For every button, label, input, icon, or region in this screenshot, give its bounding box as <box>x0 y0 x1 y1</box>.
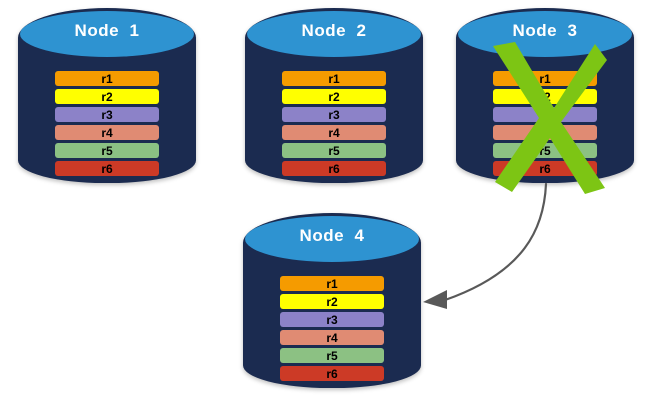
record-row: r4 <box>493 125 597 140</box>
record-row: r2 <box>55 89 159 104</box>
node-rows: r1 r2 r3 r4 r5 r6 <box>243 276 421 381</box>
record-row: r2 <box>493 89 597 104</box>
node-rows: r1 r2 r3 r4 r5 r6 <box>456 71 634 176</box>
node-cylinder-1[interactable]: Node 1 r1 r2 r3 r4 r5 r6 <box>18 8 196 183</box>
node-cylinder-4[interactable]: Node 4 r1 r2 r3 r4 r5 r6 <box>243 213 421 388</box>
record-row: r1 <box>282 71 386 86</box>
cylinder-top-ellipse <box>247 11 421 57</box>
record-row: r1 <box>55 71 159 86</box>
record-row: r5 <box>282 143 386 158</box>
record-row: r2 <box>280 294 384 309</box>
record-row: r6 <box>55 161 159 176</box>
record-row: r3 <box>282 107 386 122</box>
node-title: Node 2 <box>301 21 367 40</box>
node-title: Node 4 <box>299 226 365 245</box>
record-row: r3 <box>280 312 384 327</box>
record-row: r3 <box>493 107 597 122</box>
record-row: r5 <box>55 143 159 158</box>
node-cylinder-2[interactable]: Node 2 r1 r2 r3 r4 r5 r6 <box>245 8 423 183</box>
record-row: r5 <box>280 348 384 363</box>
record-row: r1 <box>280 276 384 291</box>
record-row: r4 <box>55 125 159 140</box>
record-row: r6 <box>280 366 384 381</box>
record-row: r6 <box>493 161 597 176</box>
record-row: r5 <box>493 143 597 158</box>
record-row: r2 <box>282 89 386 104</box>
node-rows: r1 r2 r3 r4 r5 r6 <box>245 71 423 176</box>
record-row: r3 <box>55 107 159 122</box>
node-cylinder-3[interactable]: Node 3 r1 r2 r3 r4 r5 r6 <box>456 8 634 183</box>
record-row: r4 <box>280 330 384 345</box>
record-row: r4 <box>282 125 386 140</box>
node-title: Node 3 <box>512 21 578 40</box>
record-row: r6 <box>282 161 386 176</box>
curved-arrow-icon <box>423 182 548 309</box>
node-title: Node 1 <box>74 21 140 40</box>
cylinder-top-ellipse <box>245 216 419 262</box>
node-rows: r1 r2 r3 r4 r5 r6 <box>18 71 196 176</box>
record-row: r1 <box>493 71 597 86</box>
cylinder-top-ellipse <box>20 11 194 57</box>
